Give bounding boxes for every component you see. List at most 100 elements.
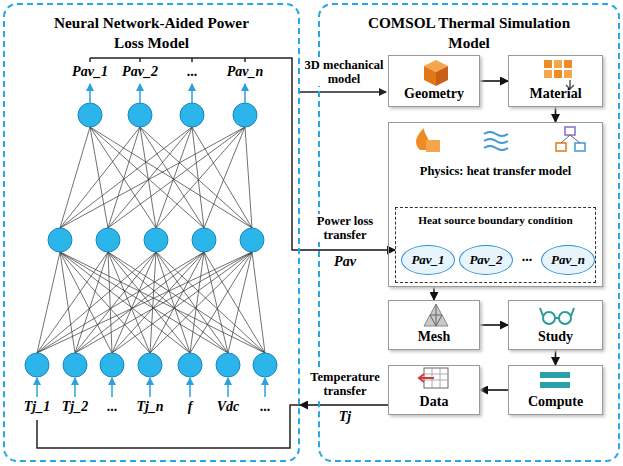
nn-link <box>190 252 252 353</box>
nn-link <box>37 252 252 353</box>
nn-link <box>60 252 228 353</box>
neuron <box>216 353 240 377</box>
step-box: Physics: heat transfer modelHeat source … <box>388 122 603 287</box>
mesh-icon <box>424 304 448 326</box>
physics-icons <box>416 127 585 152</box>
variable-label: Tj_n <box>128 399 172 415</box>
output-arrow <box>244 84 246 103</box>
nn-link <box>150 252 156 353</box>
lead-lines <box>37 58 386 448</box>
nn-link <box>108 127 140 228</box>
neuron <box>48 228 72 252</box>
flow-arrow <box>433 287 435 300</box>
node-text: Geometry <box>404 86 464 102</box>
nn-link <box>156 252 265 353</box>
step-box: Mesh <box>388 300 480 350</box>
nn-link <box>60 127 245 228</box>
variable-label: Vdc <box>206 399 250 415</box>
variable-label: ... <box>243 399 287 415</box>
flow-arrow <box>480 324 508 326</box>
boundary-group: Heat source boundary conditionPav_1 Pav_2… <box>395 207 596 283</box>
nn-link <box>192 127 252 228</box>
variable-label: Pav_2 <box>115 64 165 80</box>
variable-label: Tj_1 <box>15 399 59 415</box>
edge-label: Temperature transfer <box>303 370 387 398</box>
nn-link <box>90 127 252 228</box>
nn-link <box>108 252 265 353</box>
step-box: Geometry <box>388 55 480 107</box>
neuron <box>192 228 216 252</box>
nn-link <box>60 252 112 353</box>
heat-source-ellipse: Pav_2 <box>459 245 513 275</box>
nn-link <box>156 252 190 353</box>
nn-link <box>156 252 228 353</box>
nn-link <box>75 252 204 353</box>
nn-link <box>192 127 204 228</box>
nn-link <box>37 252 60 353</box>
nn-link <box>90 127 108 228</box>
heat-source-ellipse: Pav_n <box>541 245 595 275</box>
step-box: Data <box>388 365 480 415</box>
neuron <box>96 228 120 252</box>
input-label: 3D mechanical model <box>301 58 387 86</box>
node-text: Neural Network-Aided Power Loss Model <box>5 13 298 53</box>
step-box: Study <box>508 300 603 350</box>
neuron <box>100 353 124 377</box>
neural-network <box>25 84 277 397</box>
neuron <box>128 103 152 127</box>
node-text: Study <box>538 329 573 345</box>
input-arrow <box>189 378 191 397</box>
nn-link <box>37 252 156 353</box>
geometry-icon <box>424 60 448 86</box>
input-arrow <box>227 378 229 397</box>
variable-label: Pav_1 <box>65 64 115 80</box>
neuron <box>240 228 264 252</box>
signal-label: Pav <box>325 254 365 270</box>
data-icon <box>419 368 448 388</box>
nn-link <box>252 252 265 353</box>
node-text: Pav_n <box>551 252 585 268</box>
node-text: Heat source boundary condition <box>396 213 595 228</box>
edge-label: Power loss transfer <box>303 214 387 242</box>
output-arrow <box>89 84 91 103</box>
node-text: Compute <box>528 394 583 410</box>
flow-arrow <box>555 350 557 365</box>
nn-link <box>108 127 245 228</box>
input-arrow <box>111 378 113 397</box>
variable-label: f <box>168 399 212 415</box>
node-text: Data <box>420 394 449 410</box>
node-text: Pav_2 <box>469 252 502 268</box>
neuron <box>138 353 162 377</box>
neuron <box>178 353 202 377</box>
node-text: Mesh <box>418 329 451 345</box>
nn-link <box>37 252 108 353</box>
node-text: Physics: heat transfer model <box>389 163 602 179</box>
step-box: Material <box>508 55 603 107</box>
input-arrow <box>74 378 76 397</box>
nn-link <box>90 127 156 228</box>
material-icon <box>544 60 574 89</box>
nn-link <box>60 252 190 353</box>
flow-arrow <box>300 249 395 251</box>
step-box: Compute <box>508 365 603 415</box>
node-text: Pav_1 <box>411 252 444 268</box>
nn-link <box>204 252 228 353</box>
output-arrow <box>139 84 141 103</box>
nn-link <box>90 127 204 228</box>
nn-link <box>60 252 150 353</box>
nn-link <box>108 252 112 353</box>
neuron <box>78 103 102 127</box>
variable-label: Pav_n <box>220 64 270 80</box>
nn-link <box>156 127 245 228</box>
study-icon <box>540 308 574 324</box>
nn-link <box>37 252 204 353</box>
nn-link <box>140 127 252 228</box>
nn-link <box>204 252 265 353</box>
variable-label: ... <box>90 399 134 415</box>
input-arrow <box>36 378 38 397</box>
variable-label: Tj_2 <box>53 399 97 415</box>
neuron <box>253 353 277 377</box>
nn-link <box>60 252 265 353</box>
node-text: Material <box>529 86 581 102</box>
flow-arrow <box>555 107 557 122</box>
